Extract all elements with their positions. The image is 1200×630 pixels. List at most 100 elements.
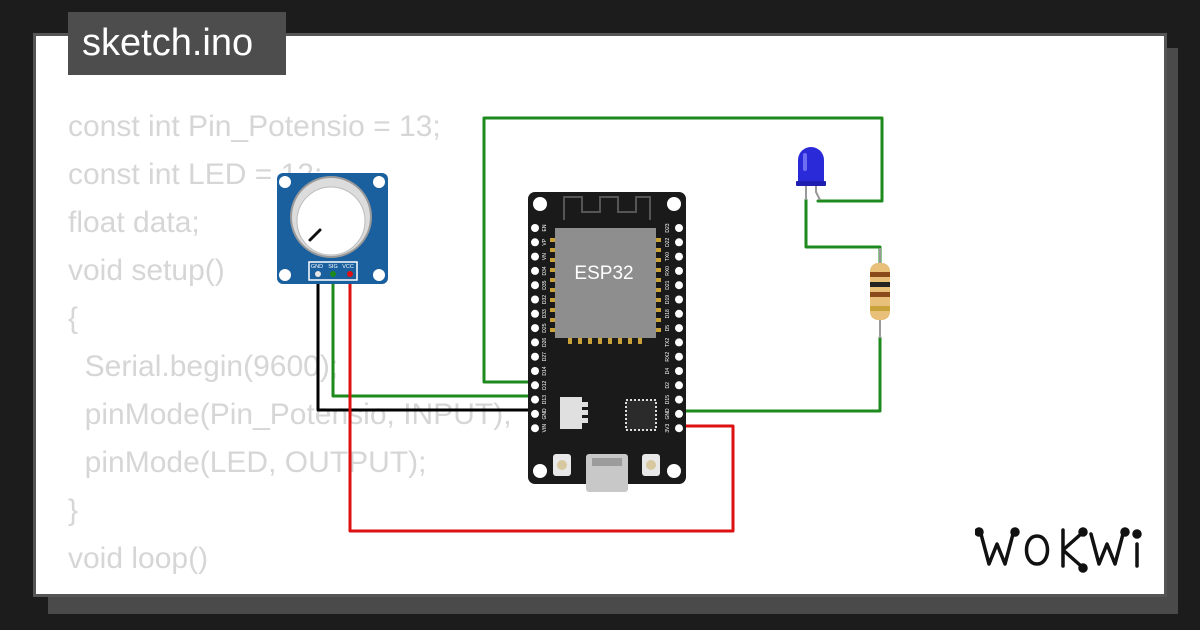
esp32-pin[interactable] [531,324,539,333]
esp32-pin-label: RX2 [665,352,671,362]
led-body [798,147,824,184]
esp32-pin[interactable] [675,409,683,418]
esp32-pin[interactable] [675,381,683,390]
mount-hole-icon [533,464,547,478]
esp32-pin[interactable] [675,324,683,333]
esp32-pin-label: D35 [542,280,548,289]
mount-hole-icon [373,176,385,188]
pot-pin-vcc[interactable] [347,271,353,277]
button-cap-icon [646,460,656,470]
pot-pin-sig[interactable] [330,271,336,277]
mount-hole-icon [279,176,291,188]
esp32-pin[interactable] [531,266,539,275]
esp32-pin-label: D34 [542,266,548,275]
esp32-pin-label: EN [542,224,548,231]
regulator-pin [582,410,588,415]
esp32-pin-label: VP [542,238,548,245]
esp32-pin[interactable] [675,295,683,304]
led[interactable] [796,147,826,201]
knob-indicator-icon [308,228,322,242]
esp32-pin-label: D19 [665,295,671,304]
esp32-pin[interactable] [675,352,683,361]
esp32-pin-label: 3V3 [665,424,671,433]
esp32-pin-label: TX2 [665,338,671,347]
esp32-pin[interactable] [531,238,539,247]
code-line: { [68,302,79,335]
esp32-pin[interactable] [675,266,683,275]
module-pads [550,238,661,344]
code-line: pinMode(LED, OUTPUT); [68,446,427,479]
esp32-pin[interactable] [675,281,683,290]
led-anode-leg [815,185,821,201]
pot-pin-label-gnd: GND [311,264,323,270]
esp32-pin-label: D15 [665,395,671,404]
code-line: pinMode(Pin_Potensio, INPUT); [68,398,512,431]
wire-vcc-to-3v3 [348,275,735,533]
esp32-pin-label: D5 [665,325,671,332]
usb-slot [592,458,622,466]
resistor-band [870,282,890,287]
resistor[interactable] [870,248,890,338]
potentiometer[interactable]: GND SIG VCC [277,173,388,284]
esp32-pin[interactable] [531,252,539,261]
code-line: } [68,494,79,527]
pot-pin-label-vcc: VCC [342,264,354,270]
esp32-pin[interactable] [531,424,539,433]
code-line: float data; [68,206,200,239]
esp32-pin[interactable] [675,309,683,318]
esp32-pin[interactable] [531,338,539,347]
esp32-pin[interactable] [531,409,539,418]
esp32-pin-label: D27 [542,352,548,361]
wire-led-to-d12 [482,116,884,384]
esp32-pin[interactable] [531,281,539,290]
led-rim [796,181,826,186]
file-tab[interactable]: sketch.ino [68,12,286,75]
esp32-pin-label: D32 [542,295,548,304]
esp32-pin-label: D4 [665,368,671,375]
mount-hole-icon [373,269,385,281]
esp32-pin[interactable] [675,252,683,261]
usb-chip [625,399,657,431]
esp32-pin[interactable] [675,224,683,232]
regulator-pin [582,418,588,423]
esp32-pin[interactable] [531,224,539,232]
esp32-pin-label: D23 [665,223,671,232]
esp32-pin-label: RX0 [665,266,671,276]
esp32-pin-label: D26 [542,338,548,347]
code-line: const int LED = 12; [68,158,323,191]
wokwi-logo [975,527,1142,573]
esp32-pin[interactable] [531,352,539,361]
regulator-pin [582,402,588,407]
esp32-pin-label: TX0 [665,252,671,261]
potentiometer-knob[interactable] [296,186,366,256]
esp32-pin[interactable] [531,295,539,304]
esp32-pin[interactable] [531,395,539,404]
mount-hole-icon [667,464,681,478]
esp32-pin[interactable] [675,424,683,433]
esp32-pin-label: D2 [665,382,671,389]
esp32-pin[interactable] [531,309,539,318]
resistor-body [870,263,890,320]
code-line: void setup() [68,254,225,287]
esp32-pin[interactable] [675,338,683,347]
esp32-pin-label: D12 [542,381,548,390]
esp32-pin-label: VIN [542,424,548,433]
esp32-label: ESP32 [574,263,633,284]
right-pin-header: D23D22TX0RX0D21D19D18D5TX2RX2D4D2D15GND3… [665,223,683,433]
esp32-pin[interactable] [531,381,539,390]
esp32-pin[interactable] [675,395,683,404]
pot-pin-gnd[interactable] [315,271,321,277]
esp32-pin[interactable] [675,367,683,375]
mount-hole-icon [667,197,681,211]
antenna-icon [563,196,651,220]
esp32-pin[interactable] [675,238,683,247]
resistor-band [870,272,890,277]
esp32-pin[interactable] [531,367,539,375]
esp32-board[interactable]: ESP32 ENVPVND34D35D32D33D25D26D27D14D12D… [528,192,686,492]
resistor-band [870,306,890,311]
esp32-pin-label: D13 [542,395,548,404]
wire-resistor-to-d15 [676,336,882,413]
esp32-pin-label: GND [542,408,548,420]
led-highlight [803,153,807,171]
